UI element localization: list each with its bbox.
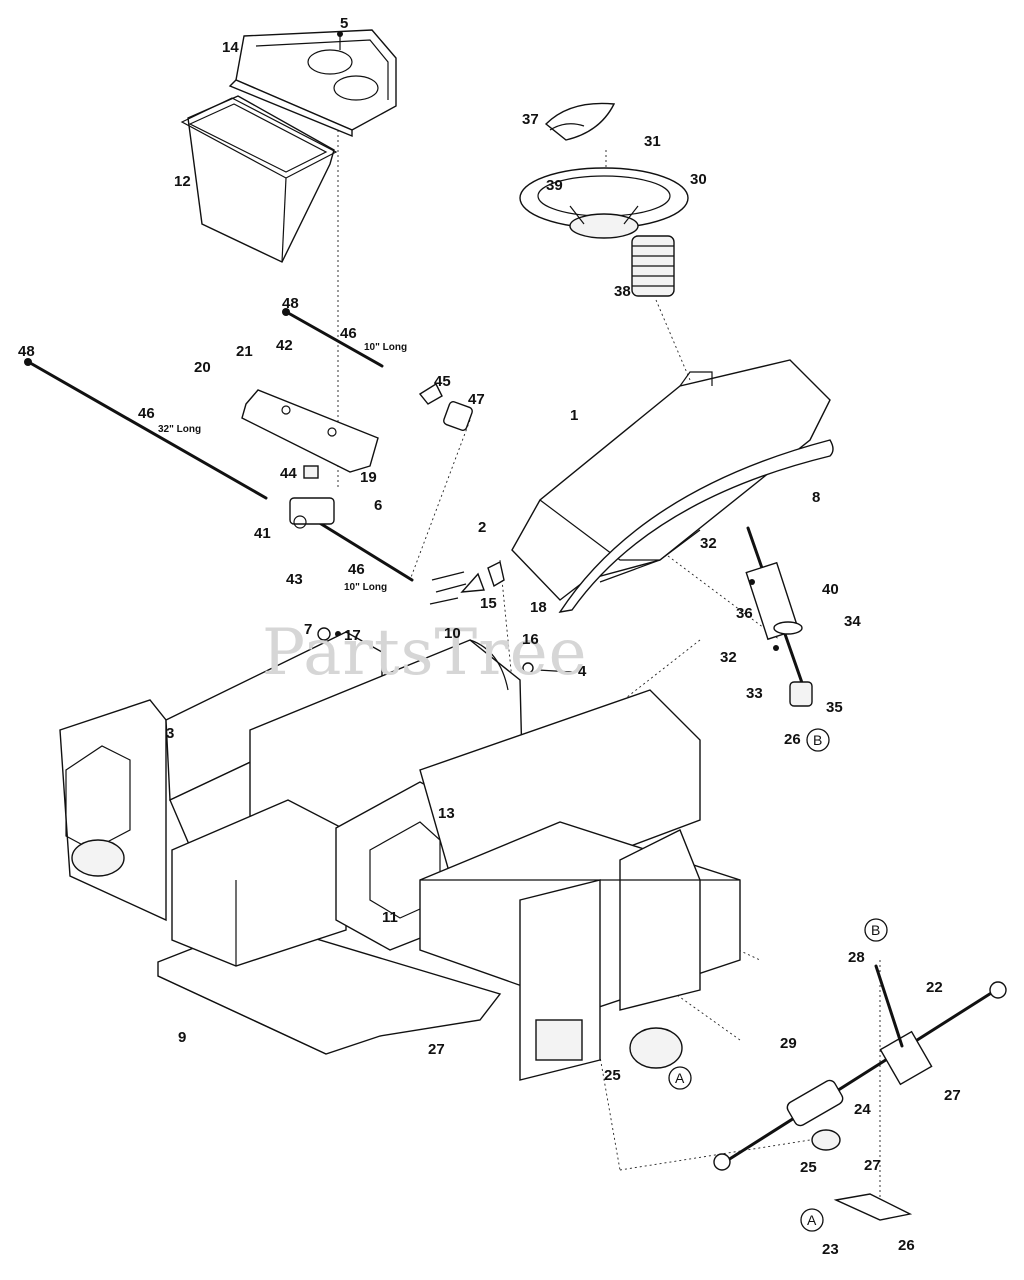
callout-31: 31 xyxy=(644,133,661,150)
callout-26-b: 26 xyxy=(898,1237,915,1254)
length-notes: 10" Long 32" Long 10" Long xyxy=(158,342,407,593)
callout-35: 35 xyxy=(826,699,843,716)
callout-9: 9 xyxy=(178,1029,186,1046)
callout-40: 40 xyxy=(822,581,839,598)
callout-46-b: 46 xyxy=(138,405,155,422)
callout-27-c: 27 xyxy=(864,1157,881,1174)
callout-43: 43 xyxy=(286,571,303,588)
callout-11: 11 xyxy=(382,909,398,926)
svg-text:B: B xyxy=(813,732,822,748)
svg-text:A: A xyxy=(675,1070,685,1086)
callout-27-b: 27 xyxy=(944,1087,961,1104)
callout-46-a: 46 xyxy=(340,325,357,342)
cable-knob xyxy=(418,382,473,431)
callout-21: 21 xyxy=(236,343,253,360)
callout-20: 20 xyxy=(194,359,211,376)
svg-text:B: B xyxy=(871,922,880,938)
front-steering-assembly xyxy=(713,964,1007,1221)
circle-reference-a-bracket: A xyxy=(800,1208,824,1232)
callout-7: 7 xyxy=(304,621,312,638)
dash-panel xyxy=(511,359,834,613)
callout-48-b: 48 xyxy=(18,343,35,360)
callout-17: 17 xyxy=(344,627,361,644)
callout-3: 3 xyxy=(166,725,174,742)
callout-32-a: 32 xyxy=(700,535,717,552)
callout-27-a: 27 xyxy=(428,1041,445,1058)
callout-26-a: 26 xyxy=(784,731,801,748)
circle-reference-b-upper: B xyxy=(806,728,830,752)
steering-wheel-cap xyxy=(544,102,616,141)
callout-42: 42 xyxy=(276,337,293,354)
callout-6: 6 xyxy=(374,497,382,514)
callout-29: 29 xyxy=(780,1035,797,1052)
callout-25-a: 25 xyxy=(604,1067,621,1084)
callout-5: 5 xyxy=(340,15,348,32)
callout-14: 14 xyxy=(222,39,239,56)
callout-32-b: 32 xyxy=(720,649,737,666)
callout-48-a: 48 xyxy=(282,295,299,312)
callout-38: 38 xyxy=(614,283,631,300)
control-rods xyxy=(24,308,414,582)
callout-22: 22 xyxy=(926,979,943,996)
callout-25-b: 25 xyxy=(800,1159,817,1176)
callout-18: 18 xyxy=(530,599,547,616)
rod-length-note-c: 10" Long xyxy=(344,582,387,593)
rod-length-note-b: 32" Long xyxy=(158,424,201,435)
callout-47: 47 xyxy=(468,391,485,408)
callout-34: 34 xyxy=(844,613,861,630)
cup-holder-tray xyxy=(228,29,397,138)
callout-10: 10 xyxy=(444,625,461,642)
callout-45: 45 xyxy=(434,373,451,390)
steering-shaft xyxy=(745,526,813,707)
callout-24: 24 xyxy=(854,1101,871,1118)
callout-16: 16 xyxy=(522,631,539,648)
callout-4: 4 xyxy=(578,663,587,680)
callout-8: 8 xyxy=(812,489,820,506)
rod-length-note-a: 10" Long xyxy=(364,342,407,353)
callout-1: 1 xyxy=(570,407,578,424)
callout-2: 2 xyxy=(478,519,486,536)
callout-30: 30 xyxy=(690,171,707,188)
callout-36: 36 xyxy=(736,605,753,622)
svg-text:A: A xyxy=(807,1212,817,1228)
watermark: PartsTree xyxy=(262,616,588,690)
callout-33: 33 xyxy=(746,685,763,702)
circle-reference-a-lower: A xyxy=(668,1066,692,1090)
callout-41: 41 xyxy=(254,525,271,542)
callout-28: 28 xyxy=(848,949,865,966)
mounting-plate xyxy=(241,389,379,473)
main-frame xyxy=(59,631,741,1081)
callout-15: 15 xyxy=(480,595,497,612)
steering-boot xyxy=(631,235,675,297)
hardware-pieces xyxy=(317,31,573,674)
callout-46-c: 46 xyxy=(348,561,365,578)
callout-19: 19 xyxy=(360,469,377,486)
callout-labels: 5 14 12 37 31 39 30 38 48 46 42 21 20 45… xyxy=(18,15,961,1258)
circle-reference-b-front: B xyxy=(864,918,888,942)
steering-wheel xyxy=(519,167,689,239)
callout-37: 37 xyxy=(522,111,539,128)
callout-23: 23 xyxy=(822,1241,839,1258)
callout-44: 44 xyxy=(280,465,297,482)
callout-12: 12 xyxy=(174,173,191,190)
callout-13: 13 xyxy=(438,805,455,822)
pivot-bracket xyxy=(289,465,335,529)
callout-39: 39 xyxy=(546,177,563,194)
storage-bin xyxy=(180,95,338,263)
